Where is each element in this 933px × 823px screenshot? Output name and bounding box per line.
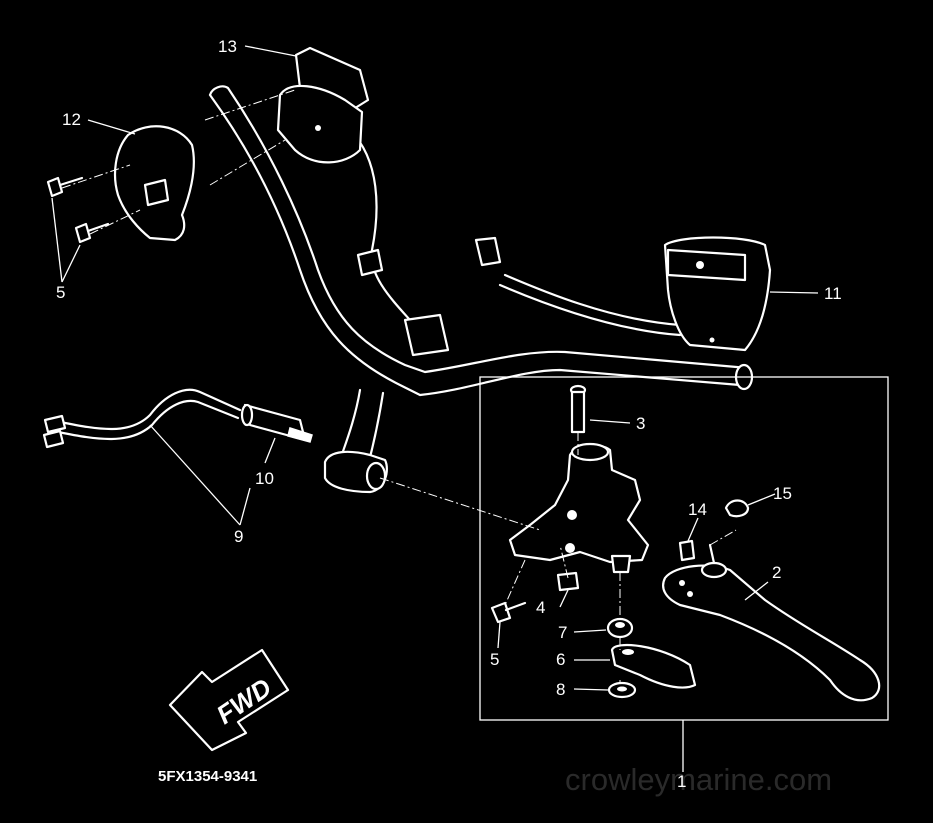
callout-7: 7 xyxy=(558,623,567,642)
switch-housing-12 xyxy=(113,125,195,242)
washer-8 xyxy=(607,681,637,699)
wire-harness xyxy=(348,128,450,357)
assembly-lines xyxy=(61,89,737,683)
part-14 xyxy=(678,539,696,562)
callout-12: 12 xyxy=(62,110,81,129)
callout-13: 13 xyxy=(218,37,237,56)
plate-6 xyxy=(610,643,697,689)
fwd-arrow: FWD xyxy=(168,648,290,752)
lever-bracket-1 xyxy=(508,442,650,574)
callout-5-right: 5 xyxy=(490,650,499,669)
kill-switch-lead-9 xyxy=(42,388,242,449)
callout-5-left: 5 xyxy=(56,283,65,302)
diagram-part-number: 5FX1354-9341 xyxy=(158,768,257,785)
bolt-3 xyxy=(569,384,587,434)
callout-6: 6 xyxy=(556,650,565,669)
callout-2: 2 xyxy=(772,563,781,582)
lever-2 xyxy=(662,543,881,702)
callout-1: 1 xyxy=(677,772,686,791)
washer-7 xyxy=(606,617,634,639)
callout-8: 8 xyxy=(556,680,565,699)
part-4 xyxy=(556,571,580,592)
callout-14: 14 xyxy=(688,500,707,519)
callout-3: 3 xyxy=(636,414,645,433)
detail-box xyxy=(479,376,889,721)
callout-labels: 13 12 5 11 3 4 5 7 6 8 14 15 2 10 9 1 xyxy=(56,37,842,791)
callout-4: 4 xyxy=(536,598,545,617)
switch-assembly-11 xyxy=(474,236,772,352)
callout-9: 9 xyxy=(234,527,243,546)
callout-11: 11 xyxy=(824,284,842,303)
callout-15: 15 xyxy=(773,484,792,503)
switch-housing-13 xyxy=(276,46,370,164)
callout-10: 10 xyxy=(255,469,274,488)
screw-5-left xyxy=(46,176,110,244)
part-15 xyxy=(724,499,750,518)
watermark: crowleymarine.com xyxy=(565,762,832,797)
handlebar xyxy=(208,85,754,494)
leader-lines xyxy=(51,45,819,772)
lanyard-plug-10 xyxy=(240,403,313,443)
screw-5-right xyxy=(490,601,527,624)
